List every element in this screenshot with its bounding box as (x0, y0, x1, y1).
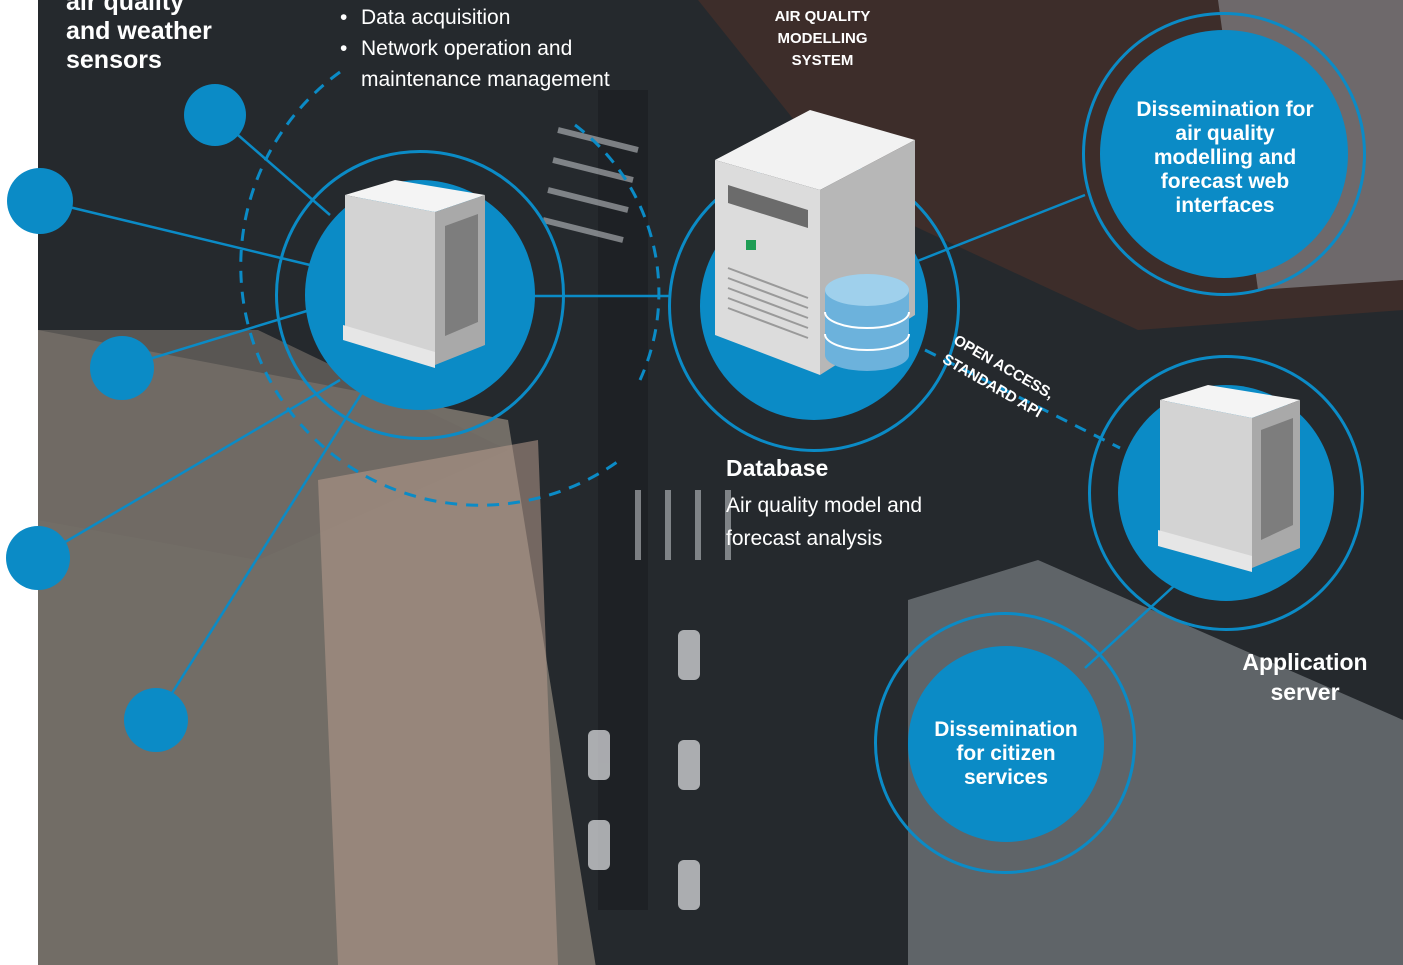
sensor-node-1 (184, 84, 246, 146)
acquisition-dashed-arc (239, 70, 621, 507)
sensor-link-5 (153, 379, 372, 721)
sensor-node-5 (124, 688, 188, 752)
web-dissemination-disc (1100, 30, 1348, 278)
database-title: Database (726, 455, 829, 481)
web-dissemination-label: Dissemination for air quality modelling … (1136, 98, 1314, 217)
sensor-link-2 (39, 198, 311, 267)
app-server-title: Application server (1242, 649, 1368, 705)
citizen-dissemination-ring (874, 612, 1136, 874)
bullet-item: Network operation and maintenance manage… (340, 33, 610, 95)
bullet-item: Data acquisition (340, 2, 610, 33)
sensor-node-4 (6, 526, 70, 590)
system-title: AIR QUALITY MODELLING SYSTEM (774, 8, 871, 69)
app-server-ring (1088, 355, 1364, 631)
web-dissemination-ring (1082, 12, 1366, 296)
citizen-dissemination-label: Dissemination for citizen services (934, 718, 1078, 789)
sensor-node-3 (90, 336, 154, 400)
database-subtitle: Air quality model and forecast analysis (726, 494, 923, 550)
database-cylinder-icon (824, 274, 910, 371)
sensors-title: air quality and weather sensors (66, 0, 212, 74)
acquisition-server-ring (275, 150, 565, 440)
citizen-dissemination-disc (908, 646, 1104, 842)
sensor-node-2 (7, 168, 73, 234)
api-dashed-link (924, 348, 1121, 450)
acquisition-bullet-list: Data acquisition Network operation and m… (340, 2, 610, 95)
